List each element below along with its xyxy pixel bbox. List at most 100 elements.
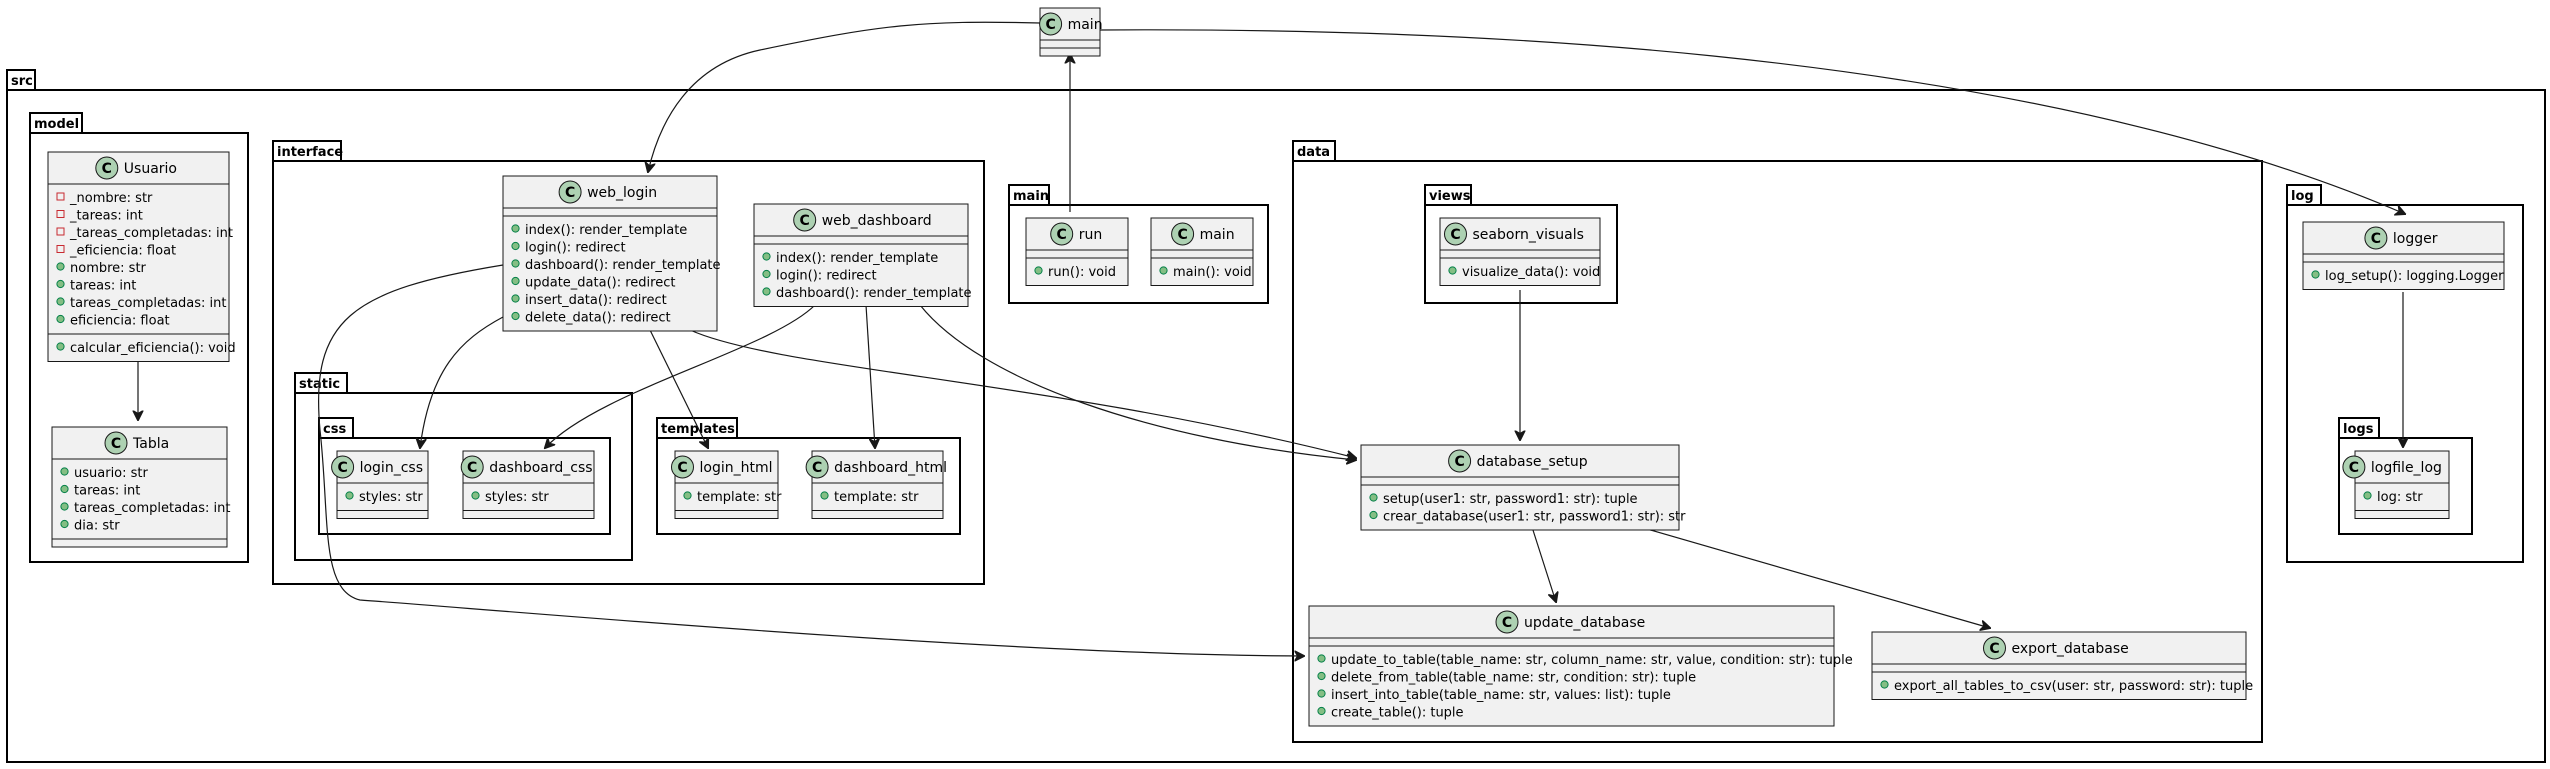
class-name: login_html xyxy=(700,460,773,476)
class-member: styles: str xyxy=(485,490,549,505)
public-circle-icon xyxy=(511,294,520,303)
class-c-icon: C xyxy=(2364,226,2388,250)
class-member: insert_into_table(table_name: str, value… xyxy=(1331,688,1671,703)
dependency-arrow-web_dashboard-to-dashboard_css xyxy=(545,304,816,448)
package-label: model xyxy=(34,117,79,132)
class-member: _tareas: int xyxy=(69,209,143,224)
dependency-arrow-web_dashboard-to-database_setup xyxy=(919,304,1356,460)
class-member: tareas_completadas: int xyxy=(74,501,231,516)
class-name: dashboard_css xyxy=(489,460,592,476)
private-square-icon xyxy=(56,245,65,253)
class-name: dashboard_html xyxy=(834,460,947,476)
class-member: tareas: int xyxy=(74,484,140,499)
svg-text:C: C xyxy=(812,460,822,476)
class-member: delete_data(): redirect xyxy=(525,311,671,326)
public-circle-icon xyxy=(762,252,771,261)
dependency-arrow-web_login-to-database_setup xyxy=(689,329,1356,458)
public-circle-icon xyxy=(56,279,65,289)
package-label: logs xyxy=(2343,422,2374,437)
dependency-arrow-web_dashboard-to-dashboard_html xyxy=(865,304,875,448)
svg-text:C: C xyxy=(102,161,112,177)
public-circle-icon xyxy=(1880,680,1889,689)
public-circle-icon xyxy=(2311,270,2320,279)
class-member: login(): redirect xyxy=(776,269,877,284)
class-member: crear_database(user1: str, password1: st… xyxy=(1383,510,1686,525)
svg-text:C: C xyxy=(2349,460,2359,476)
class-member: usuario: str xyxy=(74,466,149,481)
class-box xyxy=(1150,217,1254,286)
class-member: delete_from_table(table_name: str, condi… xyxy=(1331,671,1696,686)
class-member: tareas: int xyxy=(70,279,136,294)
class-member: main(): void xyxy=(1173,265,1252,280)
class-c-icon: C xyxy=(104,431,128,455)
class-c-icon: C xyxy=(1171,222,1195,246)
svg-text:C: C xyxy=(1454,454,1464,470)
svg-text:C: C xyxy=(677,460,687,476)
class-c-icon: C xyxy=(95,156,119,180)
class-member: create_table(): tuple xyxy=(1331,706,1464,721)
public-circle-icon xyxy=(1369,510,1378,520)
class-member: update_to_table(table_name: str, column_… xyxy=(1331,653,1853,668)
class-name: logfile_log xyxy=(2371,460,2442,476)
class-box xyxy=(1439,217,1601,286)
public-circle-icon xyxy=(511,241,520,251)
class-c-icon: C xyxy=(460,455,484,479)
class-name: web_dashboard xyxy=(822,213,932,229)
dependency-arrow-database_setup-to-update_database xyxy=(1531,526,1556,602)
class-member: update_data(): redirect xyxy=(525,276,675,291)
class-name: export_database xyxy=(2012,641,2129,657)
public-circle-icon xyxy=(511,311,520,321)
class-name: run xyxy=(1079,227,1103,243)
private-square-icon xyxy=(56,210,65,218)
public-circle-icon xyxy=(1369,493,1378,502)
class-c-icon: C xyxy=(331,455,355,479)
class-box xyxy=(462,450,595,519)
class-box xyxy=(2354,450,2450,519)
svg-text:C: C xyxy=(111,436,121,452)
public-circle-icon xyxy=(511,224,520,233)
private-square-icon xyxy=(56,227,65,236)
class-c-icon: C xyxy=(805,455,829,479)
public-circle-icon xyxy=(1317,654,1326,663)
package-label: css xyxy=(323,422,346,437)
public-circle-icon xyxy=(683,491,692,500)
public-circle-icon xyxy=(56,314,65,324)
class-name: database_setup xyxy=(1477,454,1588,470)
public-circle-icon xyxy=(1159,266,1168,275)
class-name: web_login xyxy=(587,185,657,201)
svg-text:C: C xyxy=(1450,227,1460,243)
class-box xyxy=(1308,605,1835,727)
edges-layer xyxy=(138,21,2405,656)
public-circle-icon xyxy=(56,297,65,306)
class-member: tareas_completadas: int xyxy=(70,296,227,311)
class-member: dashboard(): render_template xyxy=(525,258,721,273)
class-member: insert_data(): redirect xyxy=(525,293,667,308)
class-member: login(): redirect xyxy=(525,241,626,256)
class-box xyxy=(811,450,944,519)
class-member: visualize_data(): void xyxy=(1462,265,1600,280)
svg-text:C: C xyxy=(565,185,575,201)
public-circle-icon xyxy=(60,502,69,511)
class-c-icon: C xyxy=(671,455,694,479)
svg-text:C: C xyxy=(1989,641,1999,657)
class-box xyxy=(1360,444,1680,531)
class-member: nombre: str xyxy=(70,261,147,276)
public-circle-icon xyxy=(1317,689,1326,698)
